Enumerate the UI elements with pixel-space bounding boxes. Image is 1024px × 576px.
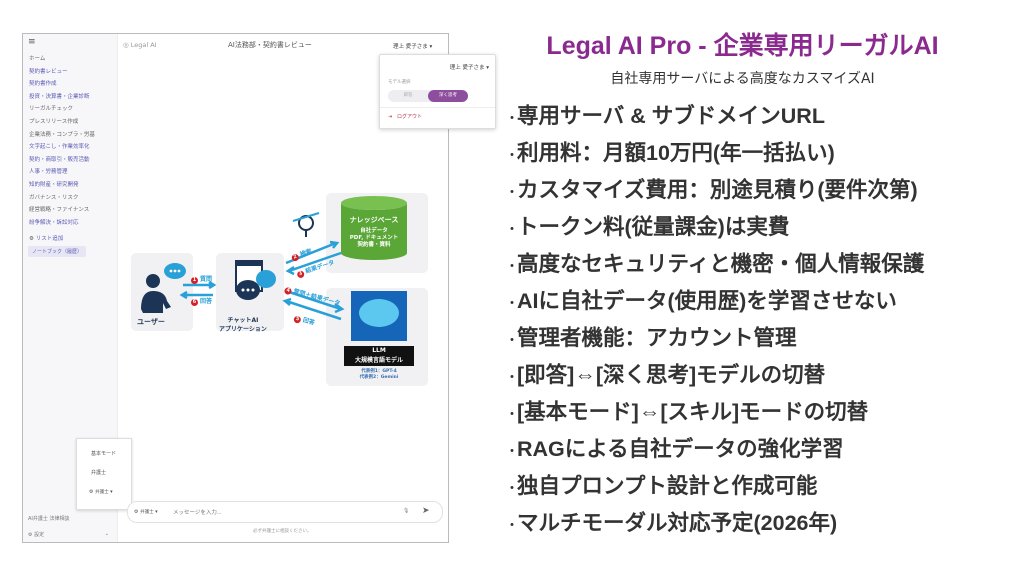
mode-popup: 基本モード 弁護士 ⚙ 弁護士 ▾ bbox=[76, 438, 132, 510]
sidebar-item[interactable]: 投資・決算書・企業診断 bbox=[29, 93, 90, 100]
bullet-item: 専用サーバ & サブドメインURL bbox=[505, 99, 825, 130]
model-toggle: 即答 深く思考 bbox=[388, 90, 468, 102]
send-icon[interactable]: ➤ bbox=[422, 506, 430, 516]
logout-icon: ⇥ bbox=[388, 114, 393, 120]
model-label: モデル選択 bbox=[388, 80, 411, 85]
flow-arrows bbox=[179, 240, 345, 321]
dropdown-user[interactable]: 理上 愛子さま ▾ bbox=[449, 65, 489, 71]
mode-select[interactable]: ⚙ 弁護士 ▾ bbox=[134, 509, 158, 515]
model-option-instant[interactable]: 即答 bbox=[403, 93, 413, 98]
sidebar-item[interactable]: 人事・労務管理 bbox=[29, 169, 68, 176]
sidebar: ≡ ホーム契約書レビュー契約書作成投資・決算書・企業診断リーガルチェックプレスリ… bbox=[23, 34, 118, 542]
bullet-item: マルチモーダル対応予定(2026年) bbox=[505, 506, 837, 537]
page-title: AI法務部・契約書レビュー bbox=[228, 41, 312, 49]
slide-subtitle: 自社専用サーバによる高度なカスマイズAI bbox=[610, 71, 875, 87]
user-label: ユーザー bbox=[137, 318, 165, 326]
notebook-history[interactable]: ノートブック（履歴） bbox=[28, 246, 87, 257]
kb-line: PDF, ドキュメント bbox=[349, 235, 399, 241]
app-screenshot: ≡ ホーム契約書レビュー契約書作成投資・決算書・企業診断リーガルチェックプレスリ… bbox=[22, 33, 496, 543]
kb-line: 契約書・資料 bbox=[357, 242, 391, 248]
kb-line: 自社データ bbox=[360, 228, 388, 234]
gear-icon: ⚙ bbox=[29, 236, 34, 242]
llm-label-box bbox=[344, 346, 414, 366]
chat-app-icon bbox=[235, 260, 276, 300]
sidebar-item[interactable]: 契約書レビュー bbox=[29, 68, 68, 75]
sidebar-item[interactable]: 契約書作成 bbox=[29, 81, 57, 88]
llm-subtitle: 大規模言語モデル bbox=[354, 357, 403, 364]
kb-title: ナレッジベース bbox=[349, 216, 399, 224]
logo: ◎ Legal AI bbox=[123, 41, 157, 49]
search-sync-icon bbox=[292, 212, 320, 237]
app-label: チャットAI アプリケーション bbox=[219, 317, 267, 333]
disclaimer: 必ず弁護士に相談ください。 bbox=[253, 529, 312, 534]
slide-title: Legal AI Pro - 企業専用リーガルAI bbox=[546, 32, 939, 60]
bullet-item: カスタマイズ費用：別途見積り(要件次第) bbox=[505, 173, 918, 204]
speech-bubble-icon bbox=[164, 263, 186, 279]
gear-icon: ⚙ bbox=[28, 532, 33, 538]
mic-icon[interactable]: 🎙 bbox=[403, 508, 410, 514]
sidebar-item[interactable]: 契約・商取引・販売活動 bbox=[29, 156, 90, 163]
add-list-button[interactable]: ⚙ リスト追加 bbox=[29, 236, 64, 242]
sidebar-item[interactable]: ホーム bbox=[29, 56, 46, 62]
user-menu[interactable]: 理上 愛子さま ▾ bbox=[393, 44, 433, 50]
bullet-item: トークン料(従量課金)は実費 bbox=[505, 210, 789, 241]
sidebar-item[interactable]: リーガルチェック bbox=[29, 106, 74, 113]
sidebar-item[interactable]: ガバナンス・リスク bbox=[29, 194, 79, 201]
sidebar-item[interactable]: 企業法務・コンプラ・労基 bbox=[29, 131, 95, 138]
menu-icon[interactable]: ≡ bbox=[28, 37, 36, 47]
header: ◎ Legal AI AI法務部・契約書レビュー 理上 愛子さま ▾ bbox=[118, 34, 449, 56]
diagram-graphics bbox=[141, 196, 414, 366]
model-option-deep[interactable]: 深く思考 bbox=[428, 90, 468, 102]
bullet-item: AIに自社データ(使用歴)を学習させない bbox=[505, 284, 897, 315]
logo-icon: ◎ bbox=[123, 41, 129, 49]
mode-select[interactable]: ⚙ 弁護士 ▾ bbox=[89, 489, 113, 495]
bullet-item: 管理者機能：アカウント管理 bbox=[505, 321, 797, 352]
llm-title: LLM bbox=[372, 347, 386, 354]
llm-example: 代表例1：GPT-4 bbox=[361, 369, 397, 374]
sidebar-item[interactable]: 文字起こし・作業効率化 bbox=[29, 144, 90, 151]
user-dropdown: 理上 愛子さま ▾ モデル選択 即答 深く思考 ⇥ ログアウト bbox=[379, 54, 496, 129]
sidebar-item[interactable]: 紛争解決・訴訟対応 bbox=[29, 219, 79, 226]
sidebar-item[interactable]: 知的財産・研究開発 bbox=[29, 181, 79, 188]
database-icon bbox=[341, 196, 407, 260]
llm-example: 代表例2：Gemini bbox=[359, 375, 399, 380]
chevron-down-icon: ⌄ bbox=[104, 531, 109, 537]
bullet-item: [基本モード]⇔[スキル]モードの切替 bbox=[505, 395, 868, 426]
user-icon bbox=[141, 274, 171, 313]
settings-button[interactable]: ⚙ 設定⌄ bbox=[28, 531, 109, 538]
bullet-item: RAGによる自社データの強化学習 bbox=[505, 432, 844, 463]
ai-lawyer-item[interactable]: AI弁護士 法律相談 bbox=[28, 516, 70, 522]
mode-option-lawyer[interactable]: 弁護士 bbox=[91, 470, 107, 476]
bullet-item: [即答]⇔[深く思考]モデルの切替 bbox=[505, 358, 825, 389]
rag-diagram: ユーザー チャットAI アプリケーション ナレッジベース 自社データ PDF, … bbox=[131, 191, 436, 388]
message-input[interactable] bbox=[173, 507, 393, 518]
logout-button[interactable]: ⇥ ログアウト bbox=[388, 114, 422, 120]
sidebar-item[interactable]: 経営戦略・ファイナンス bbox=[29, 207, 90, 214]
gear-icon: ⚙ bbox=[134, 509, 139, 515]
gear-icon: ⚙ bbox=[89, 489, 94, 495]
mode-option-basic[interactable]: 基本モード bbox=[91, 451, 117, 457]
bullet-item: 利用料：月額10万円(年一括払い) bbox=[505, 136, 835, 167]
message-bar: ⚙ 弁護士 ▾ 🎙 ➤ bbox=[127, 501, 443, 523]
bullet-item: 独自プロンプト設計と作成可能 bbox=[505, 469, 817, 500]
bullet-item: 高度なセキュリティと機密・個人情報保護 bbox=[505, 247, 924, 278]
sidebar-item[interactable]: プレスリリース作成 bbox=[29, 118, 79, 125]
